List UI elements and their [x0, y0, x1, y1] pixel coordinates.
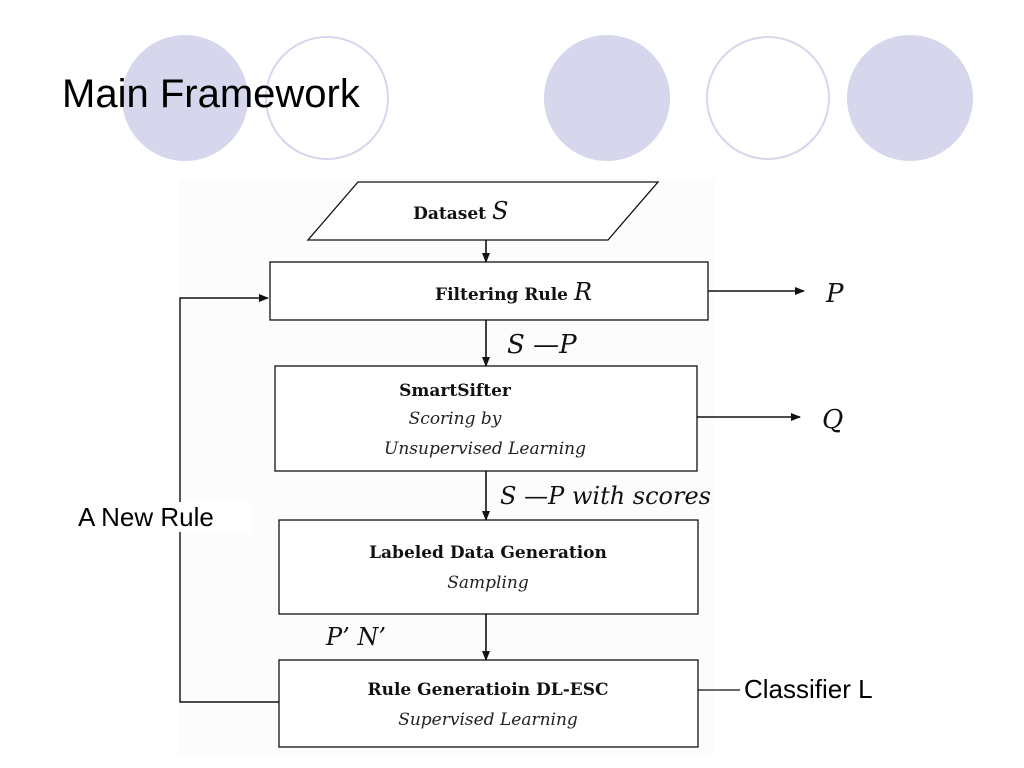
deco-circle-filled-3: [847, 35, 973, 161]
filter-rule-var: R: [573, 278, 592, 306]
rule-generation-node: Rule Generatioin DL-ESC Supervised Learn…: [278, 659, 699, 748]
edge-label-p-n: P’ N’: [325, 623, 386, 651]
labeled-data-sub: Sampling: [447, 573, 529, 593]
dataset-label: Dataset: [413, 204, 486, 224]
decorative-circles: [122, 35, 973, 161]
labeled-data-node: Labeled Data Generation Sampling: [278, 519, 699, 615]
sifter-output-label: Q: [822, 405, 843, 435]
deco-circle-filled-2: [544, 35, 670, 161]
feedback-label: A New Rule: [78, 502, 214, 532]
labeled-data-label: Labeled Data Generation: [369, 543, 607, 563]
feedback-loop-arrow: [179, 294, 279, 703]
dataset-var: S: [492, 197, 508, 225]
filter-rule-node: Filtering Rule R: [269, 261, 709, 321]
smartsifter-label: SmartSifter: [399, 381, 512, 401]
feedback-label-bg: [76, 502, 252, 532]
edge-label-s-minus-p: S —P: [507, 330, 577, 360]
deco-circle-outline-2: [706, 36, 830, 160]
classifier-label: Classifier L: [744, 674, 873, 704]
rule-generation-sub: Supervised Learning: [398, 710, 578, 730]
filter-rule-label: Filtering Rule: [435, 285, 568, 305]
page-title: Main Framework: [62, 72, 360, 116]
smartsifter-sub2: Unsupervised Learning: [384, 439, 586, 459]
smartsifter-node: SmartSifter Scoring by Unsupervised Lear…: [274, 365, 698, 472]
rule-generation-label: Rule Generatioin DL-ESC: [367, 680, 608, 700]
filter-output-label: P: [825, 279, 844, 309]
dataset-node: Dataset S: [306, 181, 660, 241]
deco-circle-filled-1: [122, 35, 248, 161]
smartsifter-sub1: Scoring by: [409, 409, 502, 429]
deco-circle-outline-1: [265, 36, 389, 160]
edge-label-s-minus-p-scores: S —P with scores: [500, 482, 711, 510]
